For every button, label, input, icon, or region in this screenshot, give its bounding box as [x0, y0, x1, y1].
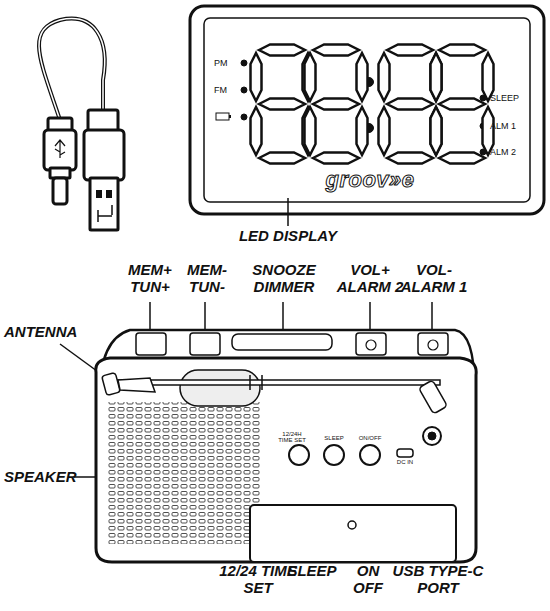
indicator-label: ALM 1: [490, 121, 530, 131]
device-marking: 12/24H TIME SET: [277, 431, 307, 444]
display-segment: [387, 153, 433, 164]
device-marking: SLEEP: [319, 435, 349, 441]
device-marking: ON/OFF: [353, 435, 387, 441]
display-segment: [431, 53, 442, 101]
part-label: SPEAKER: [4, 469, 94, 486]
part-label: MEM+ TUN+: [122, 262, 178, 296]
indicator-label: SLEEP: [490, 93, 530, 103]
display-segment: [313, 45, 359, 56]
display-segment: [259, 99, 305, 110]
display-housing: [190, 6, 544, 214]
seven-segment-digits: [251, 45, 494, 164]
display-segment: [313, 153, 359, 164]
display-segment: [387, 99, 433, 110]
display-segment: [431, 107, 442, 155]
display-segment: [259, 153, 305, 164]
display-segment: [439, 45, 485, 56]
display-segment: [387, 45, 433, 56]
display-segment: [439, 99, 485, 110]
indicator-label: PM: [214, 58, 238, 68]
display-segment: [313, 99, 359, 110]
part-label: USB TYPE-C PORT: [388, 563, 488, 597]
display-segment: [431, 107, 442, 155]
part-label: LED DISPLAY: [228, 228, 348, 245]
display-segment: [357, 53, 368, 101]
display-segment: [379, 53, 390, 101]
display-segment: [251, 53, 262, 101]
part-label: VOL- ALARM 1: [394, 262, 474, 296]
display-segment: [431, 53, 442, 101]
device-body: [96, 330, 476, 562]
indicator-label: ALM 2: [490, 147, 530, 157]
usb-cable: [39, 19, 124, 230]
brand-logo: groov»e: [300, 168, 440, 193]
part-label: SLEEP: [286, 563, 338, 580]
part-label: SNOOZE DIMMER: [239, 262, 329, 296]
display-segment: [357, 107, 368, 155]
part-label: ON OFF: [343, 563, 393, 597]
indicator-label: FM: [214, 85, 238, 95]
part-label: MEM- TUN-: [181, 262, 233, 296]
part-label: VOL+ ALARM 2: [330, 262, 410, 296]
display-segment: [251, 107, 262, 155]
device-marking: DC IN: [393, 459, 417, 465]
part-label: 12/24 TIME SET: [218, 563, 298, 597]
display-segment: [379, 107, 390, 155]
display-segment: [305, 53, 316, 101]
part-label: ANTENNA: [4, 324, 94, 341]
display-segment: [305, 107, 316, 155]
display-segment: [259, 45, 305, 56]
display-segment: [439, 153, 485, 164]
